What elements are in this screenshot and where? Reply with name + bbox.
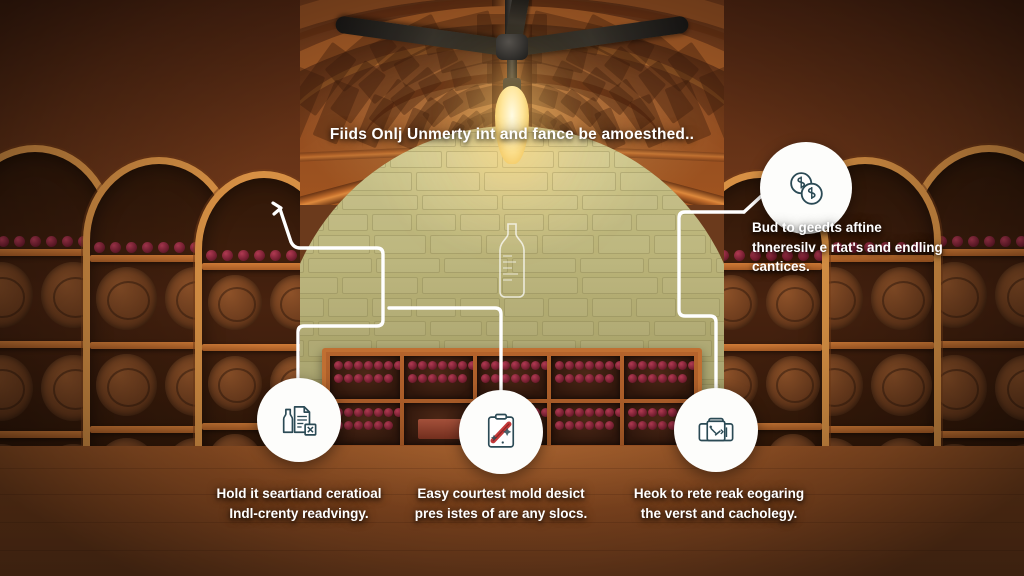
- fan-hub: [496, 34, 528, 60]
- node-bottom-center[interactable]: [459, 390, 543, 474]
- connector-bottom-center: [387, 306, 503, 392]
- callout-bottom-right: Heok to rete reak eogaring the verst and…: [633, 486, 805, 521]
- bottle-checklist-icon: [278, 399, 320, 441]
- toolbox-icon: [695, 409, 737, 451]
- callout-top-right: Bud to geedts aftine thneresilv e rtat's…: [752, 220, 943, 275]
- node-bottom-left[interactable]: [257, 378, 341, 462]
- callout-bottom-left: Hold it seartiand ceratioal Indl-crenty …: [216, 486, 382, 521]
- headline-text: Fiids Onlj Unmerty int and fance be amoe…: [329, 126, 695, 143]
- node-bottom-right[interactable]: [674, 388, 758, 472]
- node-top-right[interactable]: [760, 142, 852, 234]
- wine-bottle-outline-icon: [490, 222, 534, 300]
- clipboard-thermometer-icon: [480, 411, 522, 453]
- two-coins-icon: [783, 165, 829, 211]
- connector-bottom-right: [677, 210, 746, 390]
- connector-arrowhead: [271, 201, 283, 216]
- connector-bottom-left: [278, 207, 385, 380]
- callout-bottom-center: Easy courtest mold desict pres istes of …: [414, 486, 588, 521]
